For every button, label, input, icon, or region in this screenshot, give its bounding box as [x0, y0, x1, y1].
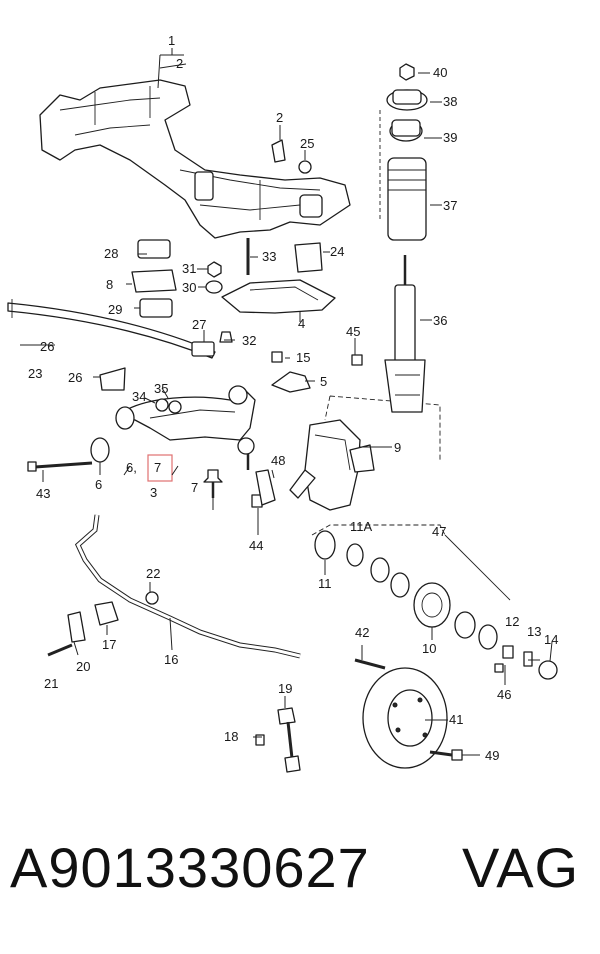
- label-11a: 11A: [350, 519, 372, 534]
- callout-labels: 1 2 2 25 40 38 39 37 24 28 31 33 8 30 29…: [28, 33, 558, 763]
- label-28: 28: [104, 246, 118, 261]
- label-15: 15: [296, 350, 310, 365]
- label-8: 8: [106, 277, 113, 292]
- label-44: 44: [249, 538, 263, 553]
- label-6-comma: 6,: [126, 460, 137, 475]
- label-26-left: 26: [40, 339, 54, 354]
- label-20: 20: [76, 659, 90, 674]
- hub-bearing-group-47: [314, 530, 558, 680]
- label-6: 6: [95, 477, 102, 492]
- label-23: 23: [28, 366, 42, 381]
- label-25: 25: [300, 136, 314, 151]
- label-7-highlighted: 7: [154, 460, 161, 475]
- label-10: 10: [422, 641, 436, 656]
- label-41: 41: [449, 712, 463, 727]
- label-27: 27: [192, 317, 206, 332]
- label-21: 21: [44, 676, 58, 691]
- highlighted-part-7-box: [147, 454, 173, 482]
- label-19: 19: [278, 681, 292, 696]
- label-32: 32: [242, 333, 256, 348]
- label-31: 31: [182, 261, 196, 276]
- label-36: 36: [433, 313, 447, 328]
- label-1: 1: [168, 33, 175, 48]
- label-18: 18: [224, 729, 238, 744]
- brand-name: VAG: [462, 836, 580, 899]
- label-46: 46: [497, 687, 511, 702]
- label-48: 48: [271, 453, 285, 468]
- label-13: 13: [527, 624, 541, 639]
- label-29: 29: [108, 302, 122, 317]
- label-38: 38: [443, 94, 457, 109]
- label-35: 35: [154, 381, 168, 396]
- label-34: 34: [132, 389, 146, 404]
- label-4: 4: [298, 316, 305, 331]
- label-3: 3: [150, 485, 157, 500]
- label-49: 49: [485, 748, 499, 763]
- label-47: 47: [432, 524, 446, 539]
- label-22: 22: [146, 566, 160, 581]
- label-11: 11: [318, 576, 332, 591]
- control-arm-part-3: [115, 385, 256, 470]
- label-12: 12: [505, 614, 519, 629]
- label-45: 45: [346, 324, 360, 339]
- part-number: A9013330627: [10, 836, 370, 899]
- brake-disc-part-41: [362, 667, 448, 769]
- label-30: 30: [182, 280, 196, 295]
- label-9: 9: [394, 440, 401, 455]
- label-16: 16: [164, 652, 178, 667]
- label-33: 33: [262, 249, 276, 264]
- label-40: 40: [433, 65, 447, 80]
- strut-part-36: [384, 255, 426, 413]
- label-14: 14: [544, 632, 558, 647]
- steering-knuckle-part-9: [289, 419, 375, 511]
- label-7: 7: [191, 480, 198, 495]
- label-37: 37: [443, 198, 457, 213]
- label-2-top: 2: [176, 56, 183, 71]
- subframe-part-1: [39, 79, 351, 239]
- label-2-bracket: 2: [276, 110, 283, 125]
- label-39: 39: [443, 130, 457, 145]
- label-5: 5: [320, 374, 327, 389]
- label-43: 43: [36, 486, 50, 501]
- anti-roll-bar-part-16: [74, 514, 301, 659]
- label-17: 17: [102, 637, 116, 652]
- label-42: 42: [355, 625, 369, 640]
- label-24: 24: [330, 244, 344, 259]
- label-26-wedge: 26: [68, 370, 82, 385]
